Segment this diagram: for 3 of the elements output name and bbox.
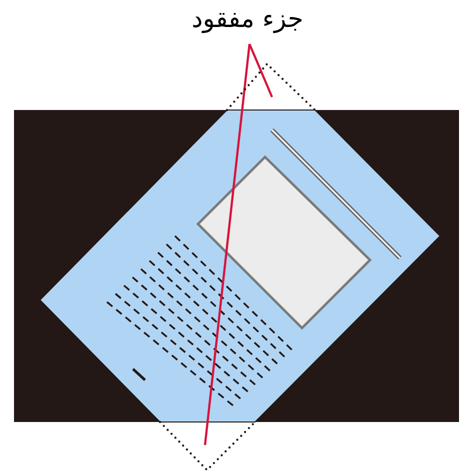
leader-line xyxy=(248,44,274,98)
leader-line xyxy=(204,44,251,446)
missing-part-label: جزء مفقود xyxy=(170,2,325,36)
